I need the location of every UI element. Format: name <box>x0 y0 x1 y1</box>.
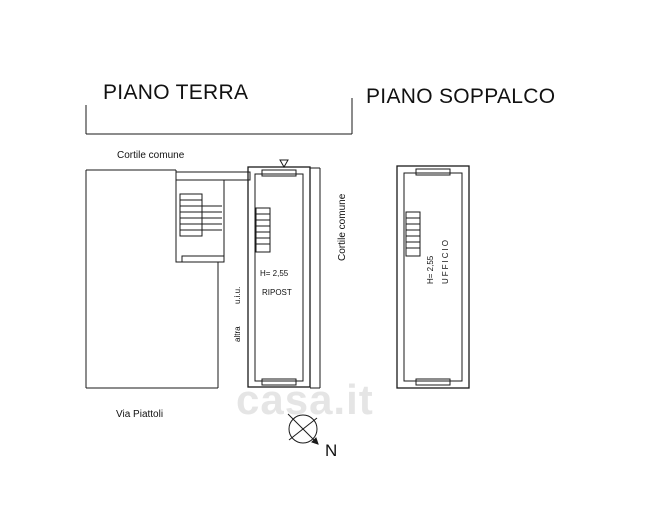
internal-stair-steps <box>256 213 270 245</box>
ground-floor-title: PIANO TERRA <box>103 81 249 104</box>
internal-stair <box>255 207 271 253</box>
altra-label: altra <box>233 326 242 342</box>
stair-flight <box>179 193 203 237</box>
mezz-stair <box>405 211 421 257</box>
street-label: Via Piattoli <box>116 409 164 420</box>
ground-room-label: RIPOST <box>262 288 292 297</box>
mezz-window-top <box>415 168 451 176</box>
ground-height-label: H= 2,55 <box>260 269 289 278</box>
mezz-height-label: H= 2,55 <box>426 255 435 284</box>
stair-steps <box>180 199 222 231</box>
uiu-label: u.i.u. <box>233 286 242 304</box>
courtyard-label-side: Cortile comune <box>337 193 348 261</box>
mezzanine-title: PIANO SOPPALCO <box>366 85 556 108</box>
courtyard-label-top: Cortile comune <box>117 150 185 161</box>
ground-unit-inner <box>254 173 304 382</box>
ground-window-top <box>261 169 297 177</box>
mezz-stair-steps <box>406 217 420 249</box>
ground-unit-outer <box>247 166 311 388</box>
north-label: N <box>325 441 338 460</box>
watermark-logo: casa.it <box>236 376 374 423</box>
stair-landing <box>181 255 225 263</box>
mezz-unit-inner <box>403 172 463 382</box>
north-arrow <box>287 413 319 445</box>
mezz-unit-outer <box>396 165 470 389</box>
mezz-window-bottom <box>415 378 451 386</box>
stair-wall-top <box>175 171 251 181</box>
entrance-marker <box>279 159 289 169</box>
stair-block <box>175 179 225 263</box>
mezz-room-label: UFFICIO <box>441 238 450 284</box>
ground-window-bottom <box>261 378 297 386</box>
